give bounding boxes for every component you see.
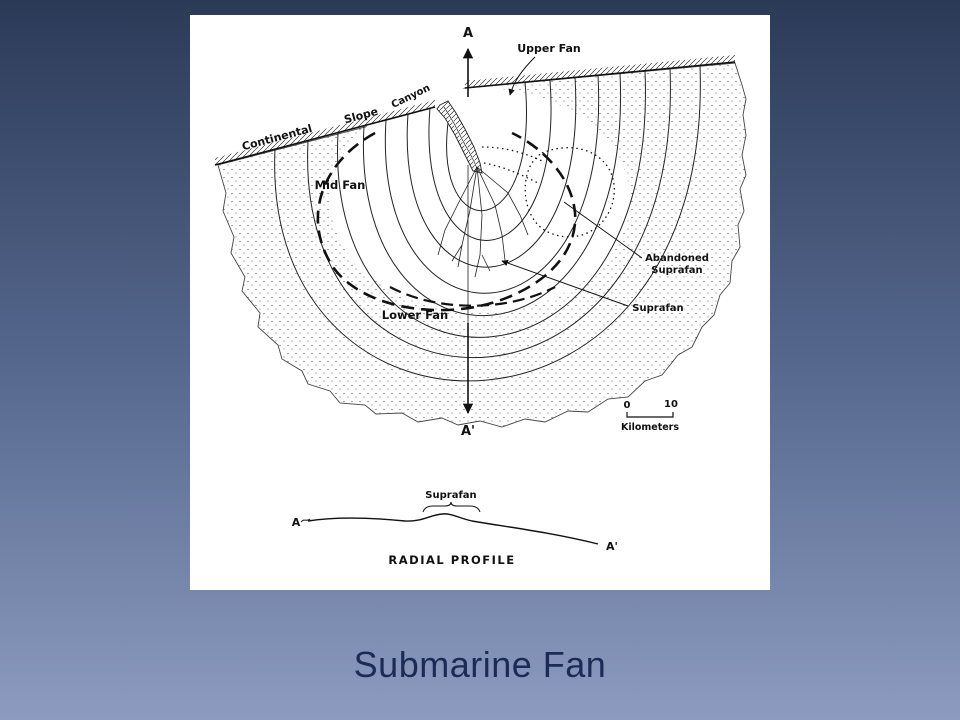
section-marker-top-label: A xyxy=(463,26,473,41)
section-marker-bottom-label: A' xyxy=(461,424,475,439)
canyon-shape xyxy=(436,100,483,174)
radial-profile: A A' Suprafan RADIAL PROFILE xyxy=(292,490,618,567)
profile-a-label: A xyxy=(292,516,301,529)
distributary-channels xyxy=(437,165,529,325)
lower-fan-label: Lower Fan xyxy=(382,308,448,322)
abandoned-suprafan-label-line2: Suprafan xyxy=(651,265,702,276)
profile-title-label: RADIAL PROFILE xyxy=(388,553,515,567)
lower-fan-stippled-region xyxy=(217,62,747,428)
label-leader-lines xyxy=(501,56,643,307)
figure-panel: A Upper Fan Canyon Continental Slope Mid… xyxy=(190,15,770,590)
scale-ten-label: 10 xyxy=(664,399,678,410)
submarine-fan-figure: A Upper Fan Canyon Continental Slope Mid… xyxy=(214,26,747,567)
suprafan-label: Suprafan xyxy=(632,303,683,314)
scale-bar: 0 10 Kilometers xyxy=(621,399,679,433)
scale-zero-label: 0 xyxy=(624,400,631,411)
slide-caption: Submarine Fan xyxy=(353,644,607,685)
upper-fan-label: Upper Fan xyxy=(517,42,581,55)
mid-fan-label: Mid Fan xyxy=(315,178,366,192)
fan-contour-lines xyxy=(274,64,701,382)
suprafan-dashed-boundary xyxy=(316,131,577,312)
profile-aprime-label: A' xyxy=(606,540,618,553)
abandoned-suprafan-dotted-boundary xyxy=(481,146,615,238)
continental-slope-line xyxy=(214,55,736,166)
profile-suprafan-label: Suprafan xyxy=(425,490,476,501)
scale-units-label: Kilometers xyxy=(621,422,679,433)
abandoned-suprafan-label-line1: Abandoned xyxy=(645,253,709,264)
